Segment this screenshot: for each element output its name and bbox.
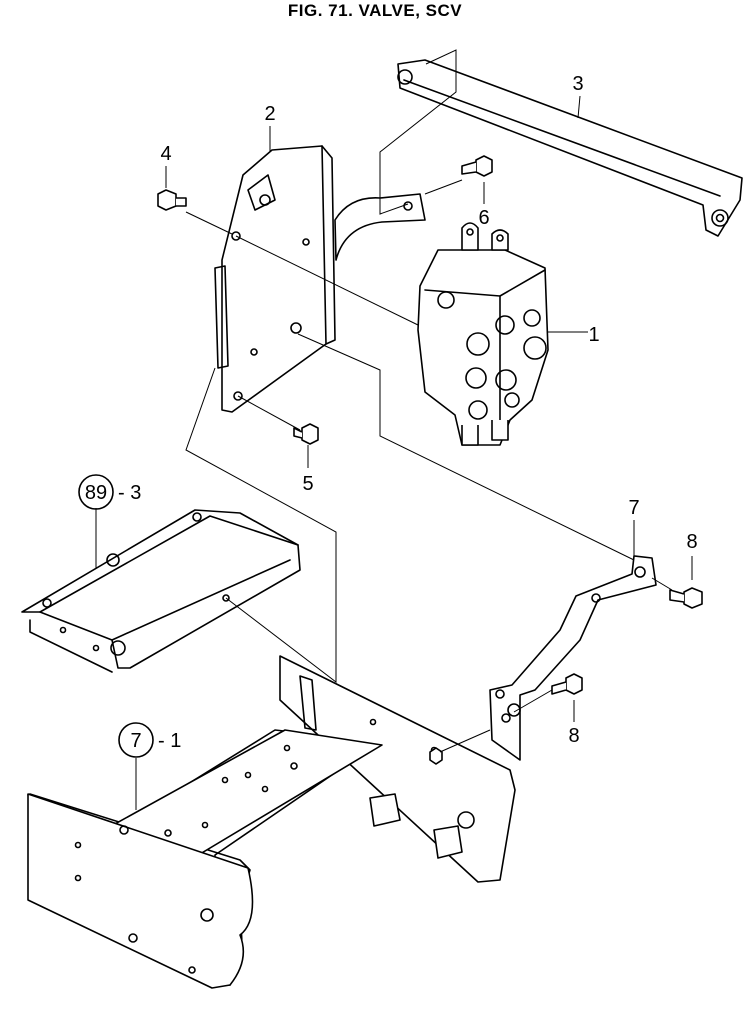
ref-7-number: 7 [130, 730, 141, 752]
ref-7-1-frame [27, 655, 516, 989]
part-4-bolt [157, 189, 187, 211]
callout-2: 2 [264, 103, 275, 125]
part-5-bolt [293, 423, 319, 445]
part-2-bracket [214, 145, 426, 413]
callout-4: 4 [160, 143, 171, 165]
callout-6: 6 [478, 207, 489, 229]
ref-89-suffix: - 3 [118, 482, 141, 504]
part-7-support-arm [489, 555, 657, 761]
part-8-bolt-lower [551, 673, 583, 695]
callout-5: 5 [302, 473, 313, 495]
ref-callout-89-3: 89 - 3 [78, 474, 141, 510]
ref-89-3-step-plate [21, 509, 301, 673]
callout-3: 3 [572, 73, 583, 95]
part-1-control-valve [417, 222, 549, 446]
ref-89-number: 89 [85, 482, 107, 504]
ref-callout-7-1: 7 - 1 [118, 722, 181, 758]
ref-7-suffix: - 1 [158, 730, 181, 752]
figure-title: FIG. 71. VALVE, SCV [287, 1, 463, 20]
callout-1: 1 [588, 324, 599, 346]
callout-8-upper: 8 [686, 531, 697, 553]
part-3-brace-bar [397, 59, 743, 237]
part-8-bolt-upper [669, 587, 703, 609]
leader-lines [95, 49, 693, 810]
callout-8-lower: 8 [568, 725, 579, 747]
part-6-bolt [461, 155, 493, 177]
callout-7: 7 [628, 497, 639, 519]
